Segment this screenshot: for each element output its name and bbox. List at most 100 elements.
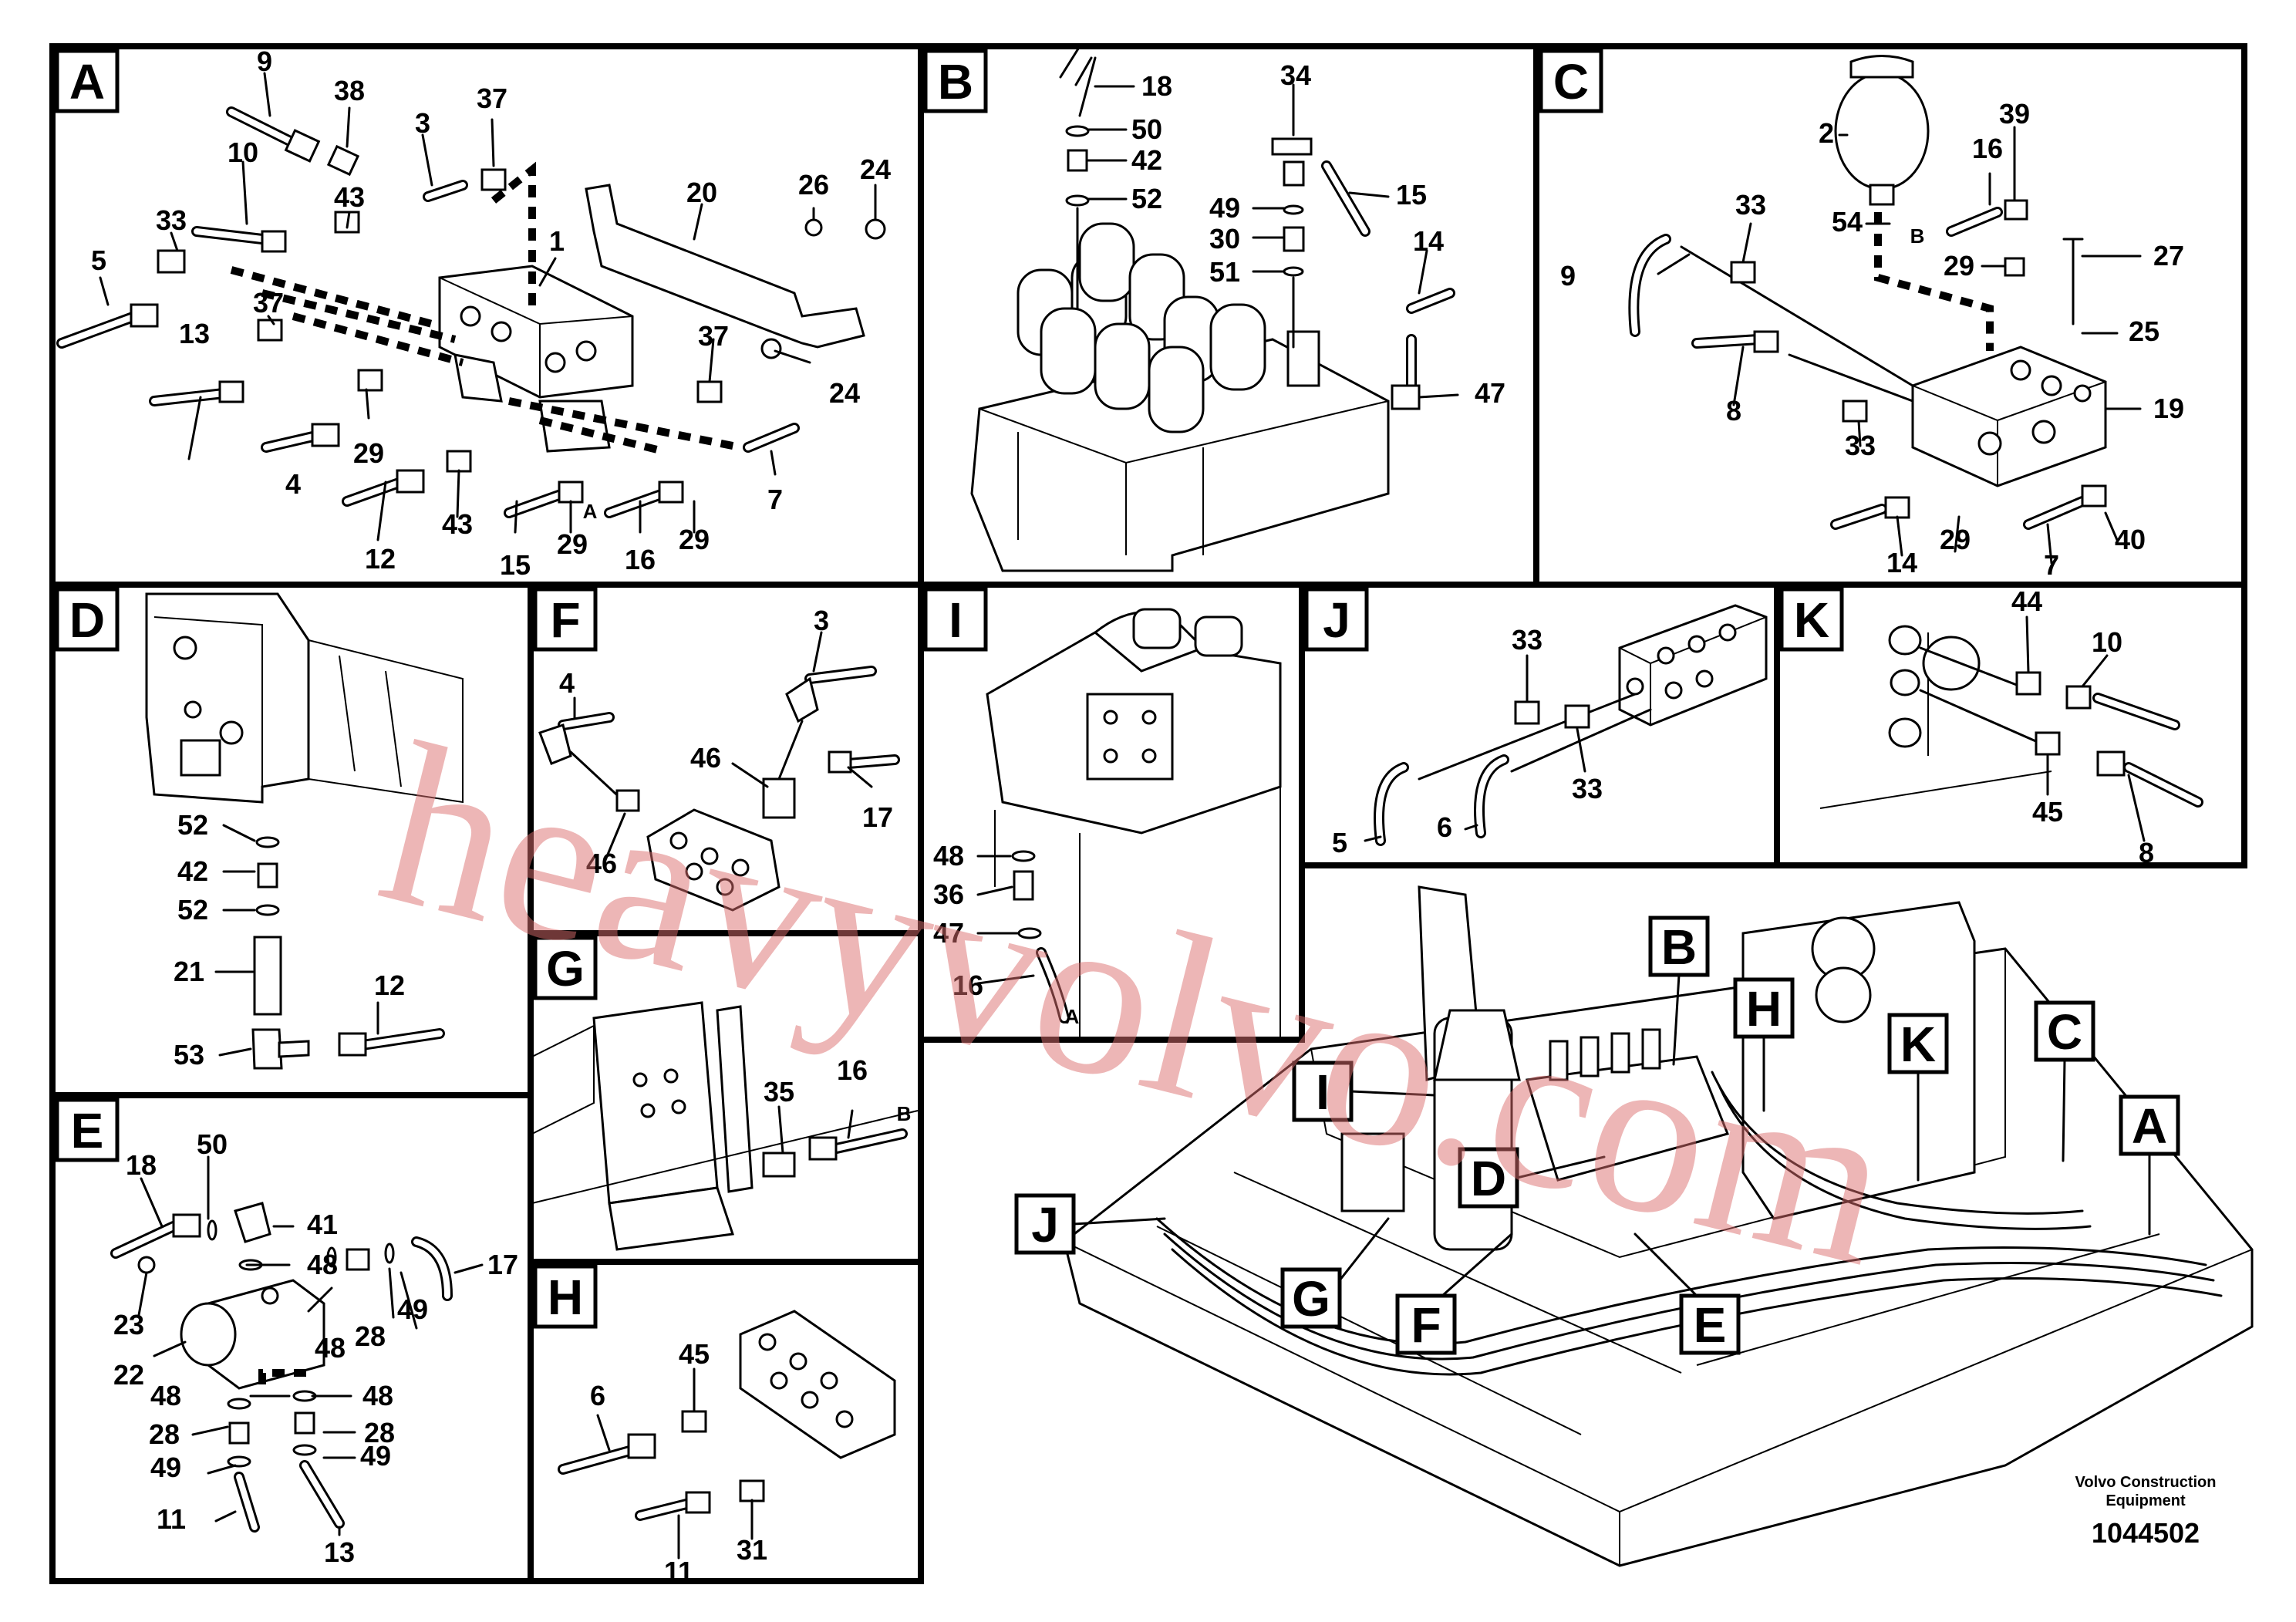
- panel-k-drawing: 44 10 45 8: [1819, 585, 2203, 868]
- callout-a-26: 26: [798, 169, 829, 201]
- callout-d-52-top: 52: [177, 809, 208, 841]
- panel-e-drawing: 18 50 41 48 17 23 48 28 49 22 48 48 28 2…: [110, 1128, 518, 1568]
- panel-letter-g: G: [533, 936, 598, 1000]
- callout-i-47: 47: [933, 917, 964, 949]
- callout-k-44: 44: [2011, 585, 2042, 617]
- callout-b-18: 18: [1141, 70, 1172, 102]
- callout-d-42: 42: [177, 855, 208, 887]
- callout-b-47: 47: [1475, 377, 1505, 409]
- callout-e-11: 11: [157, 1503, 186, 1535]
- callout-i-36: 36: [933, 878, 964, 910]
- overview-label-i: I: [1292, 1061, 1436, 1122]
- callout-g-35: 35: [764, 1076, 794, 1108]
- callout-f-4: 4: [559, 667, 575, 699]
- footer-company-line2: Equipment: [2106, 1492, 2186, 1509]
- callout-d-52-bottom: 52: [177, 894, 208, 926]
- panel-letter-f: F: [533, 587, 598, 652]
- callout-a-1: 1: [549, 225, 565, 257]
- overview-label-f: F: [1395, 1233, 1513, 1355]
- panel-g-drawing: 35 16 B: [531, 1001, 919, 1251]
- callout-k-8: 8: [2139, 837, 2154, 868]
- panel-letter-d: D: [55, 587, 120, 652]
- callout-i-ref-a: A: [1065, 1005, 1080, 1028]
- callout-e-49-right: 49: [397, 1293, 428, 1325]
- overview-label-d: D: [1458, 1147, 1606, 1209]
- overview-labels: B H K C A I D: [1014, 916, 2180, 1355]
- panel-i-drawing: 48 36 47 16 A: [933, 608, 1282, 1040]
- callout-h-6: 6: [590, 1380, 605, 1411]
- panel-letter-c: C: [1539, 49, 1603, 113]
- panel-letter-a-text: A: [69, 54, 105, 110]
- overview-label-d-text: D: [1471, 1151, 1506, 1206]
- callout-j-33-bottom: 33: [1572, 773, 1603, 804]
- panel-d-drawing: 52 42 52 21 12 53: [145, 592, 464, 1071]
- callout-c-33-top: 33: [1735, 189, 1766, 221]
- callout-a-24-bottom: 24: [829, 377, 860, 409]
- overview-label-g: G: [1280, 1217, 1390, 1329]
- callout-e-49-low: 49: [360, 1440, 391, 1472]
- callout-c-29-bottom: 29: [1940, 524, 1971, 555]
- callout-b-49: 49: [1209, 192, 1240, 224]
- panel-letter-i-text: I: [949, 592, 963, 648]
- overview-label-f-text: F: [1411, 1297, 1441, 1353]
- overview-label-e-text: E: [1694, 1297, 1727, 1353]
- callout-a-7: 7: [767, 484, 783, 515]
- callout-h-31: 31: [737, 1534, 767, 1566]
- callout-j-33-top: 33: [1512, 624, 1542, 656]
- callout-g-ref-b: B: [897, 1102, 912, 1125]
- overview-label-c: C: [2034, 1000, 2095, 1162]
- callout-e-48-top: 48: [307, 1249, 338, 1280]
- callout-e-48-mid: 48: [315, 1332, 346, 1364]
- callout-b-51: 51: [1209, 256, 1240, 288]
- panel-letter-b-text: B: [938, 54, 973, 110]
- callout-c-8: 8: [1726, 395, 1741, 427]
- panel-letter-k: K: [1779, 587, 1844, 652]
- callout-d-21: 21: [174, 956, 204, 987]
- callout-b-15: 15: [1396, 179, 1427, 211]
- callout-a-12: 12: [365, 543, 396, 575]
- callout-a-38: 38: [334, 75, 365, 106]
- panel-letter-h: H: [533, 1264, 598, 1329]
- callout-d-53: 53: [174, 1039, 204, 1071]
- panel-letter-k-text: K: [1794, 592, 1829, 648]
- callout-f-3: 3: [814, 605, 829, 636]
- callout-a-20: 20: [686, 177, 717, 208]
- callout-e-41: 41: [307, 1209, 338, 1240]
- callout-c-33-bottom: 33: [1845, 430, 1876, 461]
- callout-a-43-top: 43: [334, 181, 365, 213]
- callout-a-29-left: 29: [353, 437, 384, 469]
- callout-i-48: 48: [933, 840, 964, 872]
- panel-letter-e-text: E: [71, 1103, 104, 1158]
- panel-letter-boxes: A B C D E F G H I J K: [55, 49, 1844, 1329]
- overview-label-k-text: K: [1900, 1017, 1936, 1072]
- callout-b-52: 52: [1131, 183, 1162, 214]
- callout-e-13: 13: [324, 1536, 355, 1568]
- callout-a-9: 9: [257, 46, 272, 77]
- callout-c-2: 2: [1819, 117, 1834, 149]
- callout-a-4: 4: [285, 468, 301, 500]
- overview-label-h: H: [1733, 977, 1795, 1112]
- panel-h-drawing: 6 45 11 31: [558, 1310, 896, 1587]
- overview-label-k: K: [1887, 1013, 1949, 1182]
- overview-label-j: J: [1014, 1193, 1166, 1255]
- panel-j-drawing: 33 33 5 6: [1332, 604, 1768, 858]
- callout-a-37-left: 37: [253, 287, 284, 319]
- callout-a-29-right: 29: [679, 524, 710, 555]
- callout-f-46-left: 46: [586, 848, 617, 879]
- panel-letter-h-text: H: [548, 1270, 583, 1325]
- overview-label-a: A: [2119, 1094, 2180, 1236]
- overview-label-g-text: G: [1292, 1271, 1330, 1327]
- callout-e-50: 50: [197, 1128, 228, 1160]
- callout-e-17: 17: [487, 1249, 518, 1280]
- callout-h-11: 11: [664, 1556, 693, 1587]
- callout-c-54: 54: [1832, 206, 1863, 238]
- panel-letter-g-text: G: [546, 941, 585, 996]
- overview-label-e: E: [1633, 1233, 1741, 1355]
- callout-a-43-bottom: 43: [442, 508, 473, 540]
- callout-c-9: 9: [1560, 260, 1576, 292]
- panel-letter-a: A: [55, 49, 120, 113]
- panel-letter-f-text: F: [550, 592, 580, 648]
- callout-a-29-mid: 29: [557, 528, 588, 560]
- footer-company-line1: Volvo Construction: [2075, 1474, 2217, 1491]
- callout-a-3: 3: [415, 107, 430, 139]
